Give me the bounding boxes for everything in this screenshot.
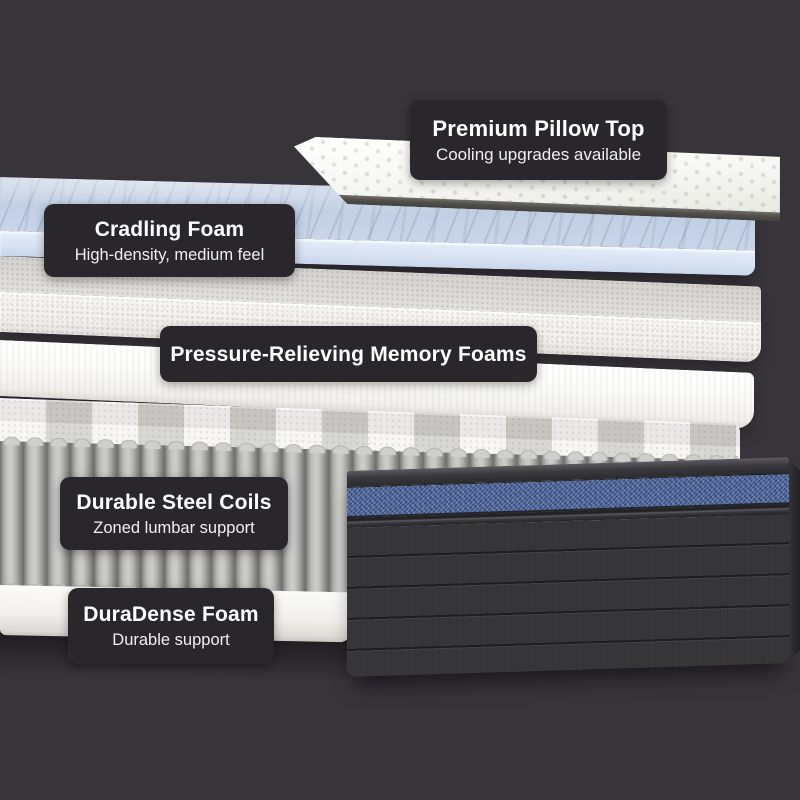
label-pressure-relieving-memory-foams: Pressure-Relieving Memory Foams: [160, 326, 537, 382]
base-fabric-body: [347, 514, 789, 677]
label-cradling-foam: Cradling Foam High-density, medium feel: [44, 204, 295, 277]
label-title: Premium Pillow Top: [432, 116, 645, 141]
label-subtitle: Cooling upgrades available: [435, 145, 642, 164]
label-title: DuraDense Foam: [83, 603, 259, 626]
label-subtitle: High-density, medium feel: [74, 245, 265, 264]
label-durable-steel-coils: Durable Steel Coils Zoned lumbar support: [60, 477, 288, 550]
label-title: Durable Steel Coils: [76, 490, 272, 514]
label-premium-pillow-top: Premium Pillow Top Cooling upgrades avai…: [410, 100, 667, 180]
label-title: Pressure-Relieving Memory Foams: [170, 342, 527, 366]
label-subtitle: Durable support: [112, 631, 230, 649]
label-title: Cradling Foam: [94, 217, 245, 241]
base-right-side-face: [788, 459, 800, 659]
label-duradense-foam: DuraDense Foam Durable support: [68, 588, 274, 664]
label-subtitle: Zoned lumbar support: [93, 518, 255, 537]
duradense-foam-base: [347, 457, 789, 677]
